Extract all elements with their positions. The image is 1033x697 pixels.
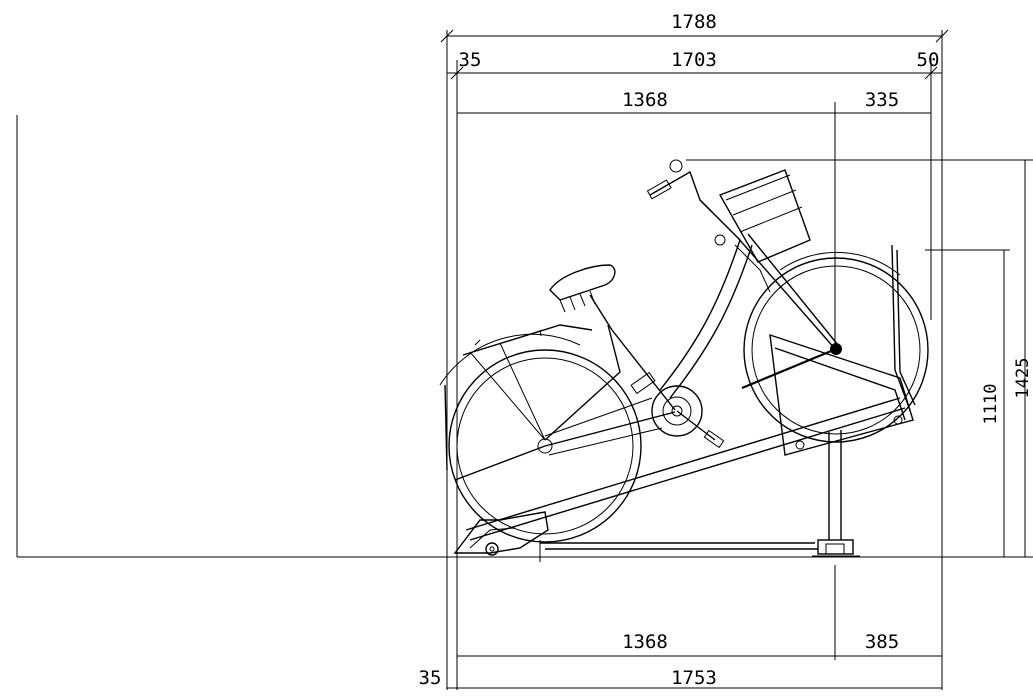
dim-overall-width: 1788 (671, 11, 717, 33)
kickstand (454, 445, 546, 481)
dim-left-offset-top: 35 (459, 49, 482, 71)
saddle-springs (559, 290, 596, 313)
carrier-tab (539, 329, 542, 337)
chain-top (544, 397, 653, 437)
seat-post (589, 294, 613, 331)
seat-stay (544, 324, 621, 441)
post-base-bolt (825, 543, 845, 555)
drivetrain (544, 385, 725, 456)
bicycle (439, 159, 929, 543)
dimension-frame (440, 29, 1033, 690)
crank-axle (671, 405, 683, 417)
down-tube-a (659, 239, 741, 391)
chain-ring-inner (662, 396, 692, 426)
down-tube-b (669, 244, 753, 399)
pedal (703, 429, 725, 449)
rear-tire-outer (448, 349, 642, 543)
dim-base-width: 1753 (671, 667, 717, 689)
front-basket (718, 169, 811, 293)
tick (440, 29, 454, 43)
front-cradle-frame (769, 333, 914, 456)
handlebar-grip (646, 179, 672, 200)
ramp-rail-upper (465, 397, 901, 531)
headlamp (714, 234, 726, 246)
fork (737, 237, 837, 351)
ramp-foot-stop (453, 511, 549, 554)
rear-carrier (444, 324, 593, 481)
front-cradle-inner (774, 347, 906, 421)
rear-fender (439, 333, 581, 386)
tick (924, 66, 938, 80)
front-wheel (743, 251, 929, 443)
front-guide-bar-inner (896, 249, 916, 406)
stem (699, 199, 741, 241)
dim-left-offset-bottom: 35 (419, 667, 442, 689)
ramp-rail-lower (469, 407, 906, 541)
rear-tire-inner (456, 357, 634, 535)
basket-support (734, 244, 771, 293)
handlebar-bar (649, 170, 713, 213)
dim-inner-width: 1703 (671, 49, 717, 71)
front-tire-outer (743, 257, 929, 443)
frame-lock (630, 371, 656, 395)
dimension-labels: 1788 35 1703 50 1368 335 1110 1425 1368 … (419, 11, 1033, 689)
rear-wheel (439, 333, 642, 543)
tick (450, 66, 464, 80)
front-fender (779, 251, 901, 276)
basket-weave (725, 174, 803, 233)
ramp-foot-detail (469, 527, 516, 549)
handlebar (646, 159, 741, 246)
bicycle-frame (544, 233, 839, 447)
chain-ring (651, 385, 703, 437)
post-base-plate (817, 539, 854, 555)
fork-b (747, 233, 839, 346)
ground-and-wall (16, 115, 1033, 558)
bell (669, 159, 683, 173)
tick (935, 29, 949, 43)
dim-total-height: 1425 (1013, 358, 1033, 399)
chain-bottom (548, 427, 663, 456)
carrier-struts (469, 339, 546, 441)
saddle-shape (549, 264, 616, 301)
dim-wheelbase-bottom: 1368 (622, 631, 668, 653)
cradle-bolt (795, 440, 805, 450)
dim-wheelbase-top: 1368 (622, 89, 668, 111)
carrier-top (462, 324, 593, 356)
dim-rack-height: 1110 (981, 384, 1001, 425)
seat-tube (611, 329, 676, 411)
dim-right-offset: 50 (917, 49, 940, 71)
ramp-roller (485, 542, 499, 556)
front-guide-bar-outer (891, 244, 911, 411)
dim-front-offset-top: 335 (865, 89, 899, 111)
crank-arm (676, 410, 716, 441)
front-tire-inner (751, 265, 921, 435)
dim-front-offset-bottom: 385 (865, 631, 899, 653)
ramp-roller-hub (489, 546, 495, 552)
mudguard-tail (444, 384, 448, 471)
front-wheel-strap (741, 347, 837, 390)
saddle (549, 264, 616, 331)
cradle-bolt (893, 415, 903, 425)
basket-outline (718, 169, 811, 263)
rack-structure (453, 244, 916, 562)
